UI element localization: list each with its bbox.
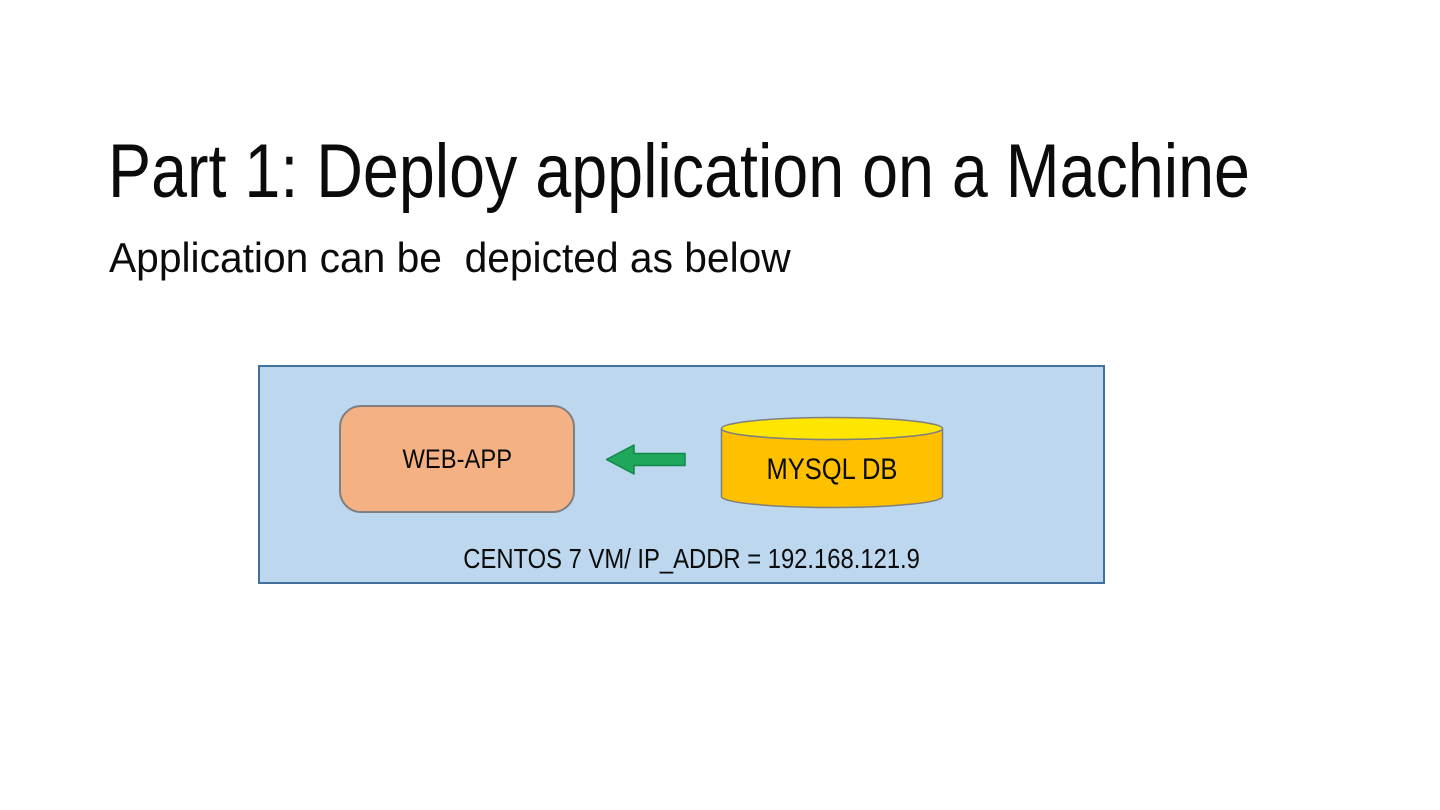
web-app-node: WEB-APP — [339, 405, 575, 513]
mysql-db-label-wrap: MYSQL DB — [720, 416, 944, 509]
page-title: Part 1: Deploy application on a Machine — [108, 128, 1440, 215]
cylinder-top — [720, 416, 944, 441]
left-block-arrow-shape — [606, 444, 686, 475]
mysql-db-label: MYSQL DB — [766, 452, 898, 486]
slide-subtitle-text: Application can be depicted as below — [109, 234, 791, 281]
left-block-arrow-icon — [606, 444, 686, 475]
page-title-text: Part 1: Deploy application on a Machine — [108, 128, 1250, 214]
mysql-db-node: MYSQL DB — [720, 416, 944, 509]
database-cylinder-icon — [720, 416, 944, 509]
web-app-label: WEB-APP — [402, 443, 512, 474]
vm-caption-text: CENTOS 7 VM/ IP_ADDR = 192.168.121.9 — [463, 543, 920, 574]
slide-subtitle: Application can be depicted as below — [109, 233, 812, 283]
vm-caption: CENTOS 7 VM/ IP_ADDR = 192.168.121.9 — [423, 542, 920, 576]
vm-box: WEB-APP MYSQL DB CENTOS 7 VM/ IP_ADDR = … — [258, 365, 1105, 584]
